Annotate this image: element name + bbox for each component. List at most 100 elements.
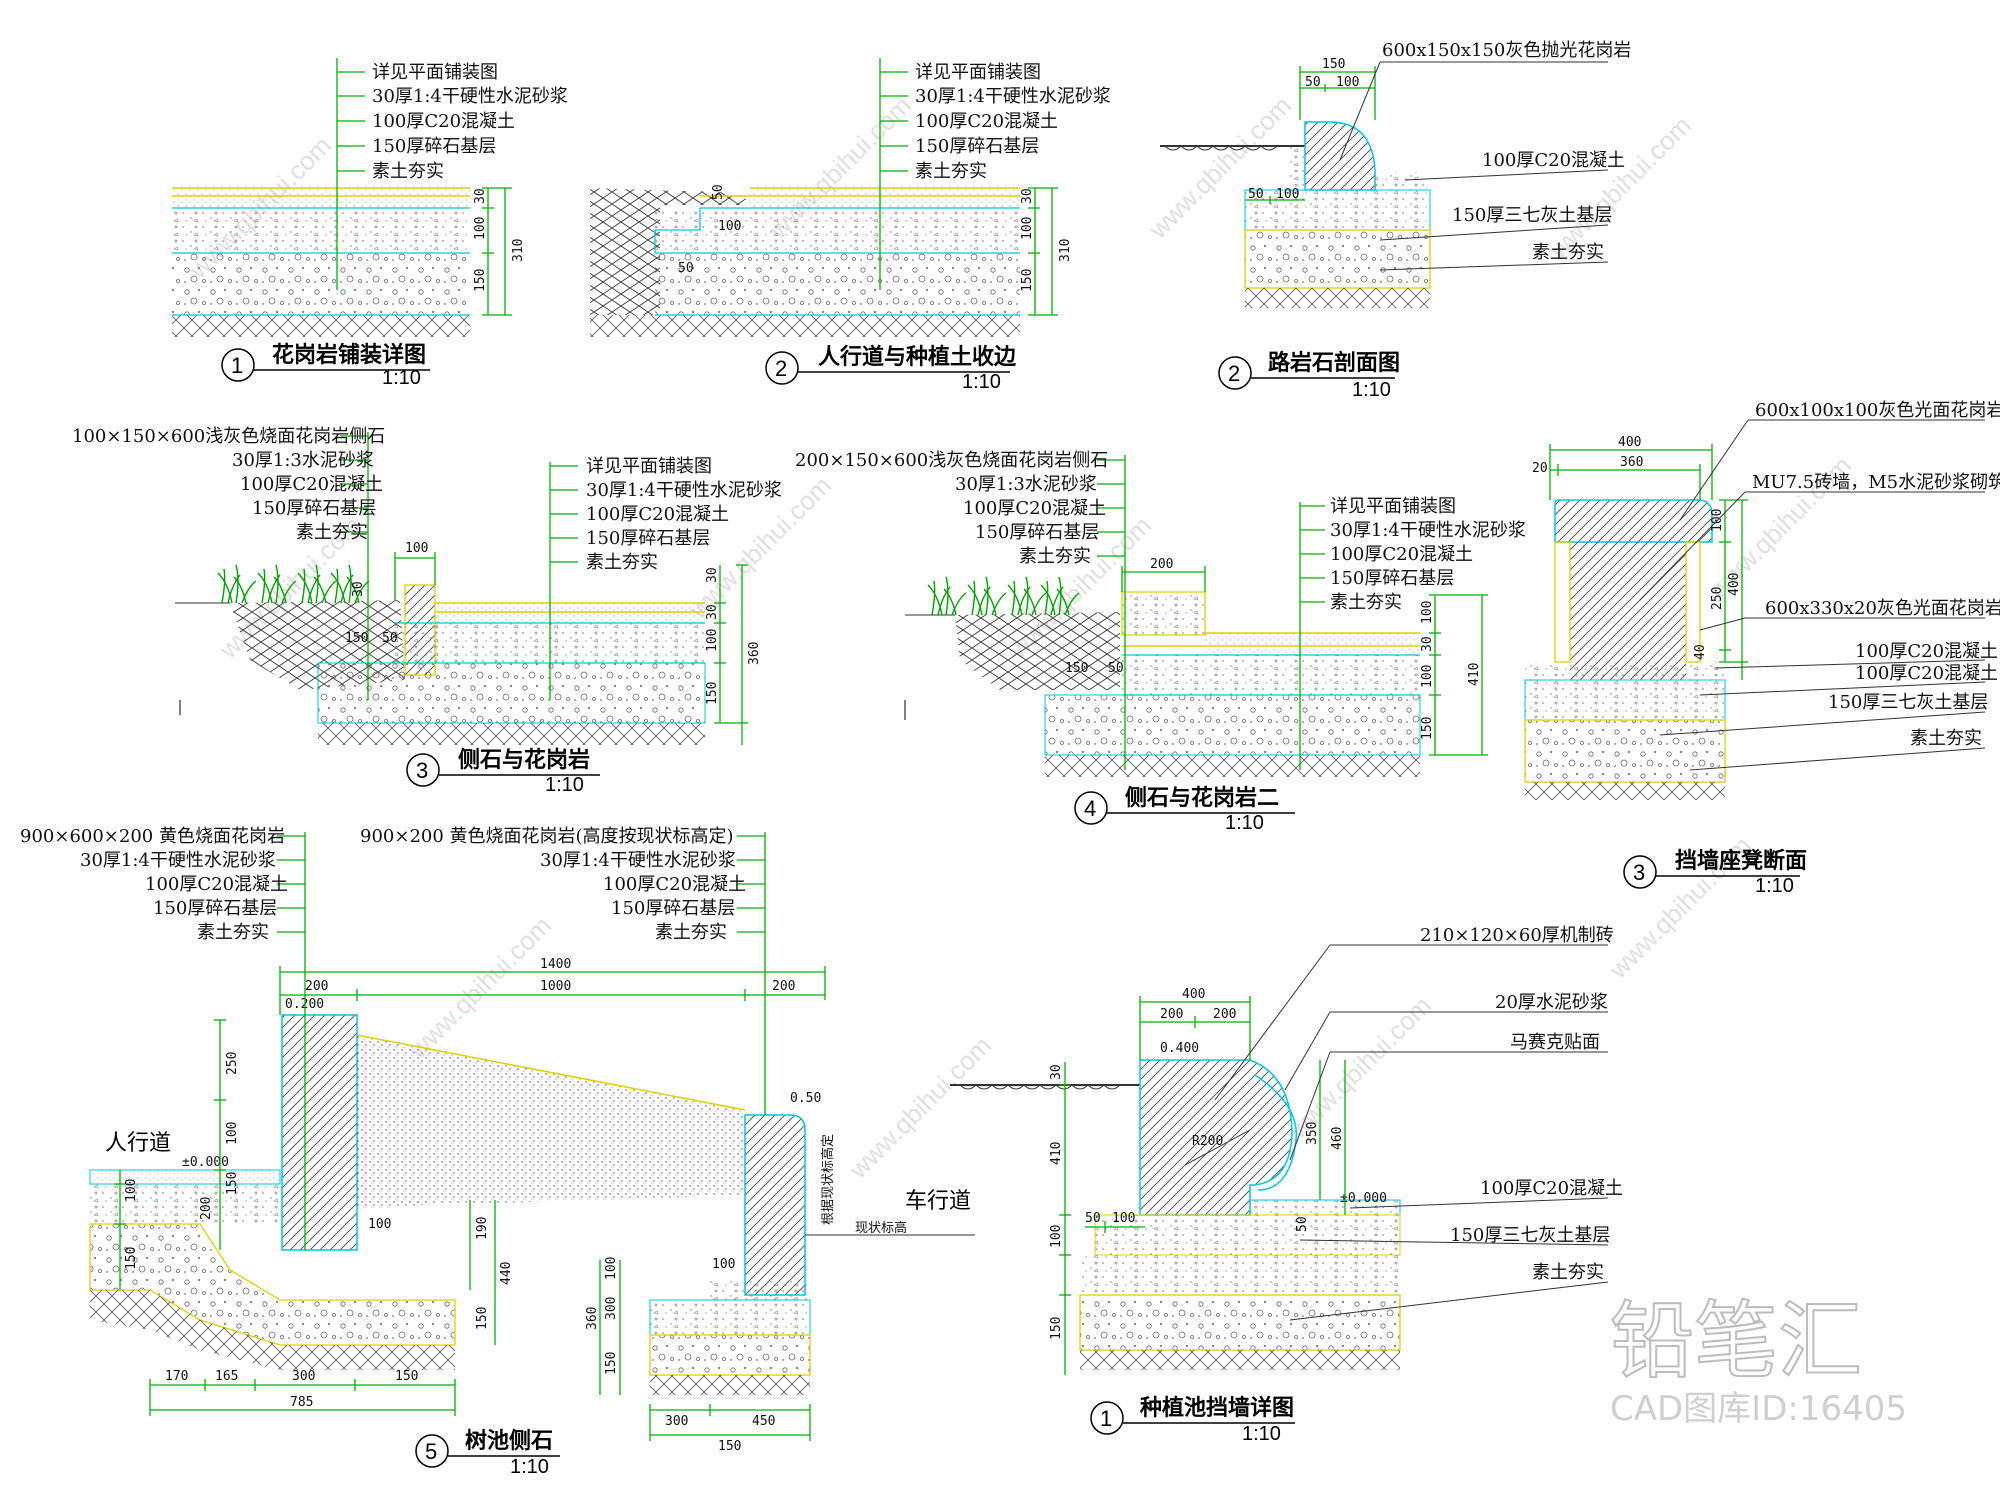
detail-title: 人行道与种植土收边 <box>818 344 1017 369</box>
dim-label: 40 <box>1693 644 1708 660</box>
dim-label: 100 <box>604 1257 619 1280</box>
layer-label: 150厚三七灰土基层 <box>1450 1225 1610 1246</box>
planting-soil <box>590 188 750 205</box>
layer-label: 素土夯实 <box>1910 728 1982 749</box>
layer-label: 素土夯实 <box>915 161 987 182</box>
dim-label: 190 <box>475 1217 490 1240</box>
layer-label: 150厚三七灰土基层 <box>1452 205 1612 226</box>
dim-label: 300 <box>665 1414 688 1429</box>
radius-label: R200 <box>1192 1134 1223 1149</box>
dim-label: 150 <box>225 1172 240 1195</box>
layer-label: 素土夯实 <box>1532 242 1604 263</box>
dim-label: 30 <box>351 581 366 597</box>
detail-number: 5 <box>425 1439 437 1464</box>
layer-label: 30厚1:4干硬性水泥砂浆 <box>915 86 1111 107</box>
tree-pit-kerb-left <box>281 1014 358 1251</box>
dim-label: 50 <box>1295 1216 1310 1232</box>
dim-label: 300 <box>604 1297 619 1320</box>
detail-scale: 1:10 <box>545 774 584 796</box>
detail-kerb-granite-2: 200×150×600浅灰色烧面花岗岩侧石 30厚1:3水泥砂浆 100厚C20… <box>795 450 1526 834</box>
layer-label: 100厚C20混凝土 <box>1330 544 1473 565</box>
detail-tree-pit-kerb: 人行道 车行道 现状标高 根据现状标高定 0.200 ±0.000 0.50 9… <box>20 826 975 1478</box>
dim-label: 785 <box>290 1395 313 1410</box>
roadway-label: 车行道 <box>905 1189 971 1214</box>
dim-label: 400 <box>1618 435 1641 450</box>
layer-label: 210×120×60厚机制砖 <box>1420 925 1614 946</box>
layer-label: 30厚1:3水泥砂浆 <box>955 474 1097 495</box>
detail-title: 侧石与花岗岩 <box>458 747 590 772</box>
dim-label: 440 <box>499 1262 514 1285</box>
layer-label: 30厚1:4干硬性水泥砂浆 <box>540 850 736 871</box>
dim-label: 460 <box>1330 1127 1345 1150</box>
tree-pit-kerb-right <box>744 1114 806 1296</box>
layer-label: 150厚碎石基层 <box>975 522 1099 543</box>
dim-label: 150 <box>718 1439 741 1454</box>
existing-level-note: 根据现状标高定 <box>820 1134 836 1225</box>
dim-label: 150 <box>475 1307 490 1330</box>
dim-label: 200 <box>1150 557 1173 572</box>
brand-id-text: CAD图库ID:16405 <box>1610 1389 1907 1429</box>
level-label: ±0.000 <box>1340 1191 1387 1206</box>
dim-label: 200 <box>305 979 328 994</box>
planter-wall <box>1139 1059 1293 1216</box>
dim-label: 100 <box>405 541 428 556</box>
detail-title: 种植池挡墙详图 <box>1140 1395 1294 1420</box>
detail-scale: 1:10 <box>1755 875 1794 897</box>
dim-label: 100 <box>712 1257 735 1272</box>
layer-label: 30厚1:3水泥砂浆 <box>232 450 374 471</box>
layer-label: 马赛克贴面 <box>1510 1032 1600 1053</box>
detail-number: 3 <box>1633 860 1645 885</box>
dim-label: 30 <box>1049 1064 1064 1080</box>
watermark-text: www.qbihui.com <box>402 910 557 1065</box>
dim-label: 310 <box>511 239 526 262</box>
detail-number: 1 <box>231 353 243 378</box>
detail-number: 1 <box>1100 1406 1112 1431</box>
dim-label: 360 <box>1620 455 1643 470</box>
dim-label: 150 <box>473 269 488 292</box>
dim-label: 30 <box>705 567 720 583</box>
detail-granite-paving: 详见平面铺装图 30厚1:4干硬性水泥砂浆 100厚C20混凝土 150厚碎石基… <box>172 58 568 389</box>
layer-label: 600x330x20灰色光面花岗岩 <box>1765 598 2000 619</box>
dim-label: 20 <box>1532 461 1548 476</box>
dim-label: 1400 <box>540 957 571 972</box>
layer-label: 素土夯实 <box>296 522 368 543</box>
dim-label: 100 <box>225 1122 240 1145</box>
detail-scale: 1:10 <box>1352 379 1391 401</box>
dim-label: 50 <box>678 261 694 276</box>
layer-label: 详见平面铺装图 <box>372 62 498 83</box>
layer-label: 素土夯实 <box>1330 592 1402 613</box>
layer-label: 30厚1:4干硬性水泥砂浆 <box>586 480 782 501</box>
dim-label: 150 <box>1420 717 1435 740</box>
layer-label: 150厚碎石基层 <box>252 498 376 519</box>
layer-label: 150厚碎石基层 <box>611 898 735 919</box>
layer-label: 30厚1:4干硬性水泥砂浆 <box>80 850 276 871</box>
existing-level-label: 现状标高 <box>855 1220 907 1236</box>
detail-title: 侧石与花岗岩二 <box>1125 785 1279 810</box>
dim-label: 410 <box>1467 663 1482 686</box>
detail-kerb-granite-1: 100×150×600浅灰色烧面花岗岩侧石 30厚1:3水泥砂浆 100厚C20… <box>72 426 782 796</box>
dim-label: 30 <box>705 604 720 620</box>
dim-label: 100 <box>718 219 741 234</box>
dim-label: 50 <box>711 184 726 200</box>
detail-number: 3 <box>416 758 428 783</box>
detail-curbstone-section: 150 50 100 50 100 600x150x150灰色抛光花岗岩 100… <box>1160 40 1631 401</box>
dim-label: 400 <box>1182 987 1205 1002</box>
layer-label: 100厚C20混凝土 <box>915 111 1058 132</box>
detail-scale: 1:10 <box>382 367 421 389</box>
detail-scale: 1:10 <box>962 371 1001 393</box>
level-label: 0.50 <box>790 1091 821 1106</box>
layer-label: 100厚C20混凝土 <box>1855 663 1998 684</box>
layer-label: 150厚碎石基层 <box>372 136 496 157</box>
layer-label: 100厚C20混凝土 <box>586 504 729 525</box>
dim-label: 100 <box>1112 1211 1135 1226</box>
detail-planter-retaining-wall: R200 0.400 ±0.000 400 200 200 30 410 350… <box>950 925 1623 1445</box>
dim-label: 300 <box>292 1369 315 1384</box>
dim-label: 310 <box>1058 239 1073 262</box>
layer-label: 素土夯实 <box>586 552 658 573</box>
layer-label: 100厚C20混凝土 <box>1482 150 1625 171</box>
dim-label: 30 <box>1020 188 1035 204</box>
dim-label: 165 <box>215 1369 238 1384</box>
dim-label: 100 <box>1020 217 1035 240</box>
layer-label: 100厚C20混凝土 <box>145 874 288 895</box>
gravel-layer <box>172 253 470 315</box>
